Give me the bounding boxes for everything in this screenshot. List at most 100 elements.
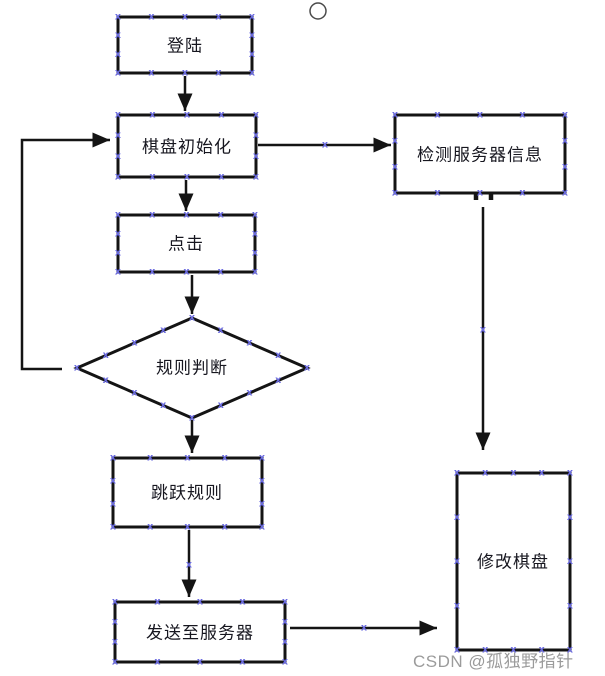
anchor-x-mark: x bbox=[275, 350, 281, 361]
node-click: 点击 bbox=[116, 213, 257, 274]
anchor-x-mark: x bbox=[74, 363, 80, 374]
anchor-x-mark: x bbox=[218, 110, 224, 121]
anchor-x-mark: x bbox=[275, 375, 281, 386]
anchor-x-mark: x bbox=[253, 110, 259, 121]
anchor-x-mark: x bbox=[246, 388, 252, 399]
anchor-x-mark: x bbox=[184, 172, 190, 183]
anchor-x-mark: x bbox=[218, 210, 224, 221]
anchor-x-mark: x bbox=[434, 110, 440, 121]
anchor-x-mark: x bbox=[160, 325, 166, 336]
anchor-x-mark: x bbox=[115, 151, 121, 162]
anchor-x-mark: x bbox=[112, 597, 118, 608]
anchor-x-mark: x bbox=[184, 522, 190, 533]
anchor-x-mark: x bbox=[562, 188, 568, 199]
anchor-x-mark: x bbox=[454, 468, 460, 479]
anchor-x-mark: x bbox=[148, 68, 154, 79]
node-send-shape bbox=[113, 600, 287, 664]
anchor-x-mark: x bbox=[147, 453, 153, 464]
anchor-x-mark: x bbox=[218, 325, 224, 336]
watermark-text: CSDN @孤独野指针 bbox=[413, 652, 574, 671]
anchor-x-mark: x bbox=[562, 162, 568, 173]
anchor-x-mark: x bbox=[252, 210, 258, 221]
anchor-x-mark: x bbox=[249, 12, 255, 23]
node-init-label: 棋盘初始化 bbox=[142, 138, 232, 157]
edge-rule-init-loop bbox=[20, 132, 110, 371]
anchor-x-mark: x bbox=[222, 522, 228, 533]
anchor-x-mark: x bbox=[322, 140, 328, 151]
anchor-x-mark: x bbox=[215, 12, 221, 23]
anchor-x-mark: x bbox=[454, 556, 460, 567]
anchor-x-mark: x bbox=[115, 30, 121, 41]
anchor-x-mark: x bbox=[392, 162, 398, 173]
anchor-x-mark: x bbox=[222, 453, 228, 464]
anchor-x-mark: x bbox=[197, 657, 203, 668]
edges bbox=[20, 76, 494, 636]
anchor-x-mark: x bbox=[252, 267, 258, 278]
anchor-x-mark: x bbox=[110, 453, 116, 464]
anchor-x-mark: x bbox=[480, 325, 486, 336]
anchor-x-mark: x bbox=[259, 499, 265, 510]
anchor-x-mark: x bbox=[392, 188, 398, 199]
anchor-x-mark: x bbox=[259, 522, 265, 533]
anchor-x-mark: x bbox=[567, 556, 573, 567]
anchor-x-mark: x bbox=[131, 338, 137, 349]
node-send-label: 发送至服务器 bbox=[146, 624, 254, 643]
node-login-shape bbox=[116, 15, 254, 75]
anchor-x-mark: x bbox=[567, 468, 573, 479]
anchor-marks: x x x x x x x x x x x x x x x x x x x x x x x x x x x x x x x x x x x x x x x x… bbox=[74, 12, 573, 668]
anchor-x-mark: x bbox=[131, 388, 137, 399]
anchor-x-mark: x bbox=[510, 468, 516, 479]
node-login: 登陆 bbox=[116, 15, 254, 75]
anchor-x-mark: x bbox=[482, 645, 488, 656]
anchor-x-mark: x bbox=[252, 229, 258, 240]
anchor-x-mark: x bbox=[282, 657, 288, 668]
anchor-x-mark: x bbox=[454, 645, 460, 656]
node-modify-label: 修改棋盘 bbox=[477, 553, 549, 572]
anchor-x-mark: x bbox=[115, 267, 121, 278]
anchor-x-mark: x bbox=[186, 560, 192, 571]
node-rule: 规则判断 bbox=[73, 316, 311, 420]
anchor-x-mark: x bbox=[519, 188, 525, 199]
anchor-x-mark: x bbox=[392, 136, 398, 147]
anchor-x-mark: x bbox=[218, 400, 224, 411]
anchor-x-mark: x bbox=[539, 645, 545, 656]
anchor-x-mark: x bbox=[249, 68, 255, 79]
anchor-x-mark: x bbox=[282, 617, 288, 628]
node-detect-label: 检测服务器信息 bbox=[417, 146, 543, 165]
anchor-x-mark: x bbox=[253, 130, 259, 141]
anchor-x-mark: x bbox=[115, 49, 121, 60]
node-detect-shape bbox=[393, 113, 567, 195]
anchor-x-mark: x bbox=[184, 110, 190, 121]
anchor-x-mark: x bbox=[110, 522, 116, 533]
anchor-x-mark: x bbox=[454, 600, 460, 611]
anchor-x-mark: x bbox=[246, 338, 252, 349]
anchor-x-mark: x bbox=[253, 151, 259, 162]
anchor-x-mark: x bbox=[182, 68, 188, 79]
anchor-x-mark: x bbox=[259, 453, 265, 464]
node-rule-label: 规则判断 bbox=[156, 359, 228, 378]
anchor-x-mark: x bbox=[154, 597, 160, 608]
anchor-x-mark: x bbox=[218, 172, 224, 183]
anchor-x-mark: x bbox=[282, 637, 288, 648]
anchor-x-mark: x bbox=[183, 210, 189, 221]
anchor-x-mark: x bbox=[304, 363, 310, 374]
anchor-x-mark: x bbox=[115, 68, 121, 79]
anchor-x-mark: x bbox=[115, 210, 121, 221]
anchor-x-mark: x bbox=[112, 617, 118, 628]
node-click-shape bbox=[116, 213, 257, 274]
anchor-x-mark: x bbox=[115, 248, 121, 259]
anchor-x-mark: x bbox=[361, 623, 367, 634]
circle-marker bbox=[309, 2, 327, 20]
anchor-x-mark: x bbox=[103, 350, 109, 361]
node-detect: 检测服务器信息 bbox=[393, 113, 567, 195]
anchor-x-mark: x bbox=[253, 172, 259, 183]
anchor-x-mark: x bbox=[567, 600, 573, 611]
anchor-x-mark: x bbox=[148, 12, 154, 23]
node-click-label: 点击 bbox=[168, 235, 204, 254]
nodes: 登陆 棋盘初始化 检测服务器信息 点击 规则判断 跳跃规则 bbox=[73, 15, 572, 664]
anchor-x-mark: x bbox=[218, 267, 224, 278]
anchor-x-mark: x bbox=[567, 512, 573, 523]
anchor-x-mark: x bbox=[115, 172, 121, 183]
